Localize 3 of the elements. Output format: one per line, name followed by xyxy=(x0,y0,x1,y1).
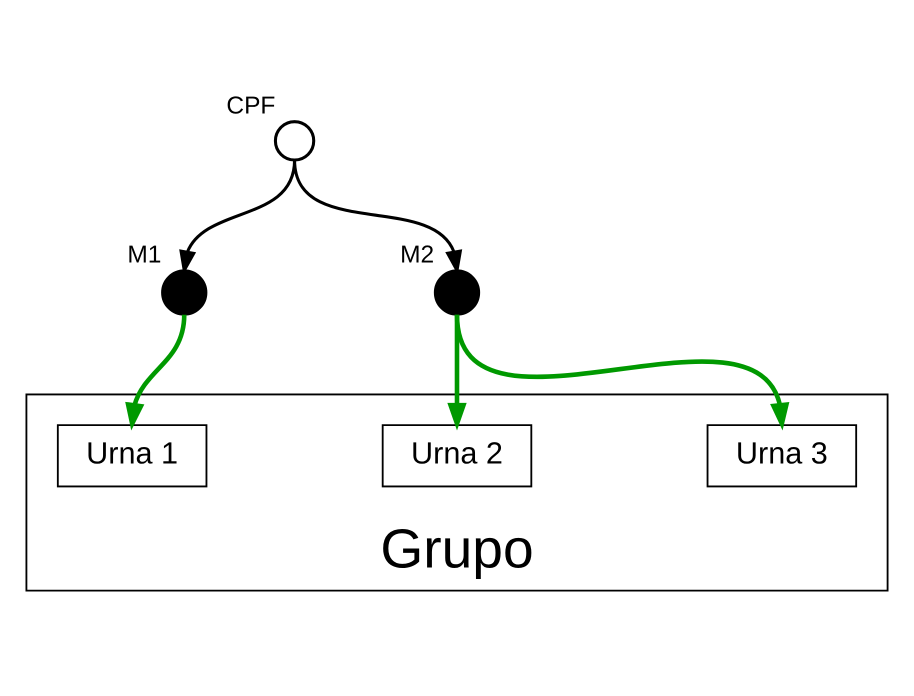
node-label: M1 xyxy=(127,240,162,268)
node-label: M2 xyxy=(400,240,434,268)
node-label: CPF xyxy=(226,92,276,120)
